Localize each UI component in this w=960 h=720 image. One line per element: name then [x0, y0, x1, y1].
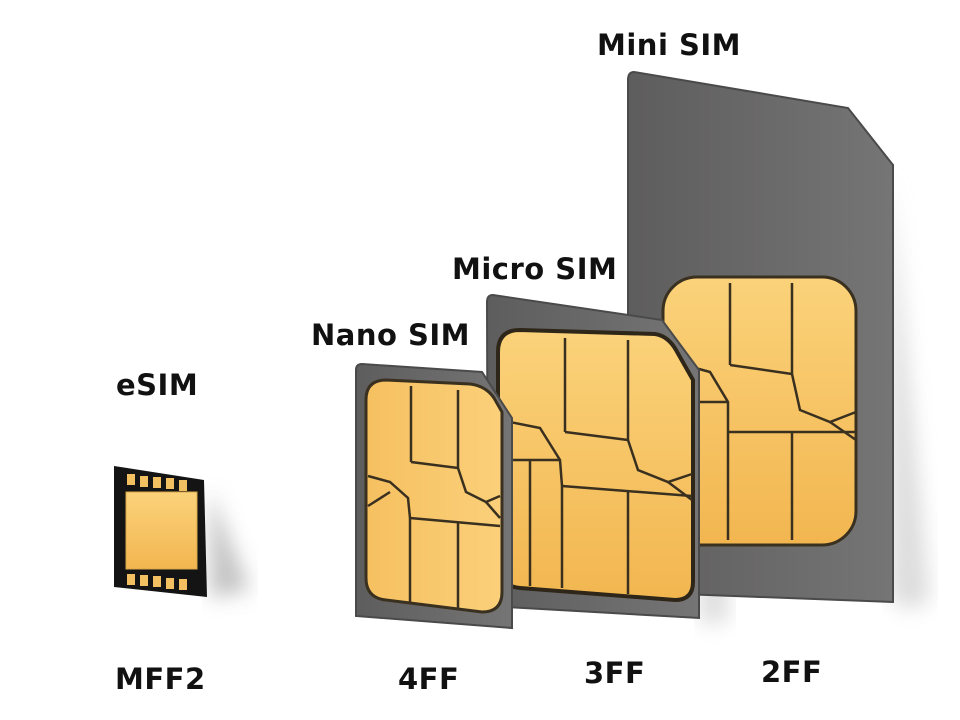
mini-sim-form-factor-code: 2FF [761, 655, 823, 689]
nano-sim-form-factor-code: 4FF [398, 662, 460, 696]
esim-chip [114, 466, 207, 597]
micro-sim-label: Micro SIM [452, 252, 618, 286]
esim-label: eSIM [116, 368, 199, 402]
nano-sim-label: Nano SIM [311, 318, 471, 352]
micro-sim-form-factor-code: 3FF [584, 656, 646, 690]
nano-sim-card [355, 362, 513, 630]
esim-form-factor-code: MFF2 [115, 662, 206, 696]
nano-sim-contact-chip [364, 378, 504, 614]
mini-sim-label: Mini SIM [597, 28, 742, 62]
micro-sim-card [485, 293, 700, 620]
micro-sim-contact-chip [496, 327, 695, 603]
